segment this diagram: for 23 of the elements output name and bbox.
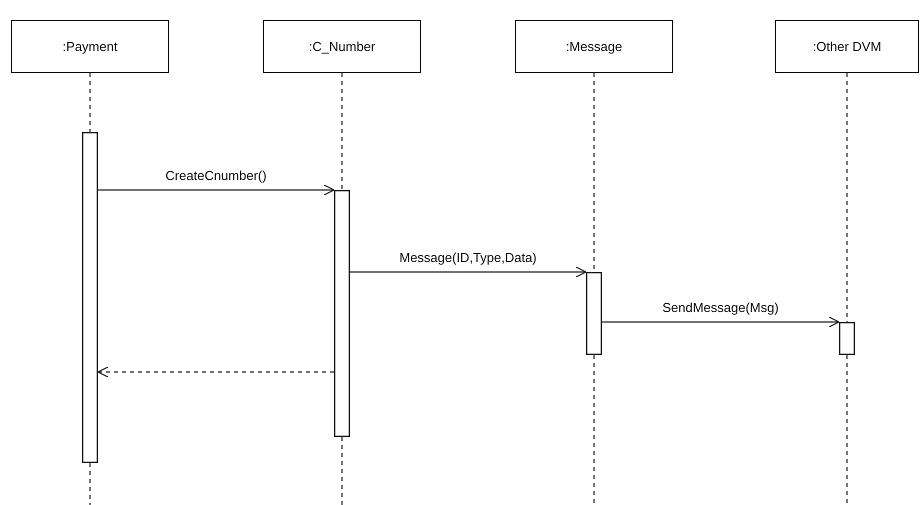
lifeline-header-box: :Payment bbox=[11, 20, 169, 73]
lifeline-header-box: :Message bbox=[515, 20, 673, 73]
lifeline bbox=[593, 73, 595, 272]
activation-bar bbox=[839, 322, 855, 355]
lifeline bbox=[846, 73, 848, 322]
lifeline bbox=[593, 355, 595, 505]
return-arrow bbox=[97, 366, 334, 378]
message-arrow bbox=[350, 266, 587, 278]
lifeline-header-box: :C_Number bbox=[263, 20, 421, 73]
edge-label: CreateCnumber() bbox=[163, 168, 269, 183]
edge-label: SendMessage(Msg) bbox=[660, 300, 781, 315]
lifeline bbox=[89, 73, 91, 132]
lifeline bbox=[846, 355, 848, 505]
lifeline bbox=[89, 463, 91, 505]
lifeline-header-box: :Other DVM bbox=[775, 20, 919, 73]
activation-bar bbox=[586, 272, 602, 355]
activation-bar bbox=[82, 132, 98, 463]
message-arrow bbox=[98, 184, 335, 196]
lifeline bbox=[341, 73, 343, 190]
lifeline bbox=[341, 437, 343, 505]
activation-bar bbox=[334, 190, 350, 437]
message-arrow bbox=[602, 316, 840, 328]
edge-label: Message(ID,Type,Data) bbox=[397, 250, 539, 265]
